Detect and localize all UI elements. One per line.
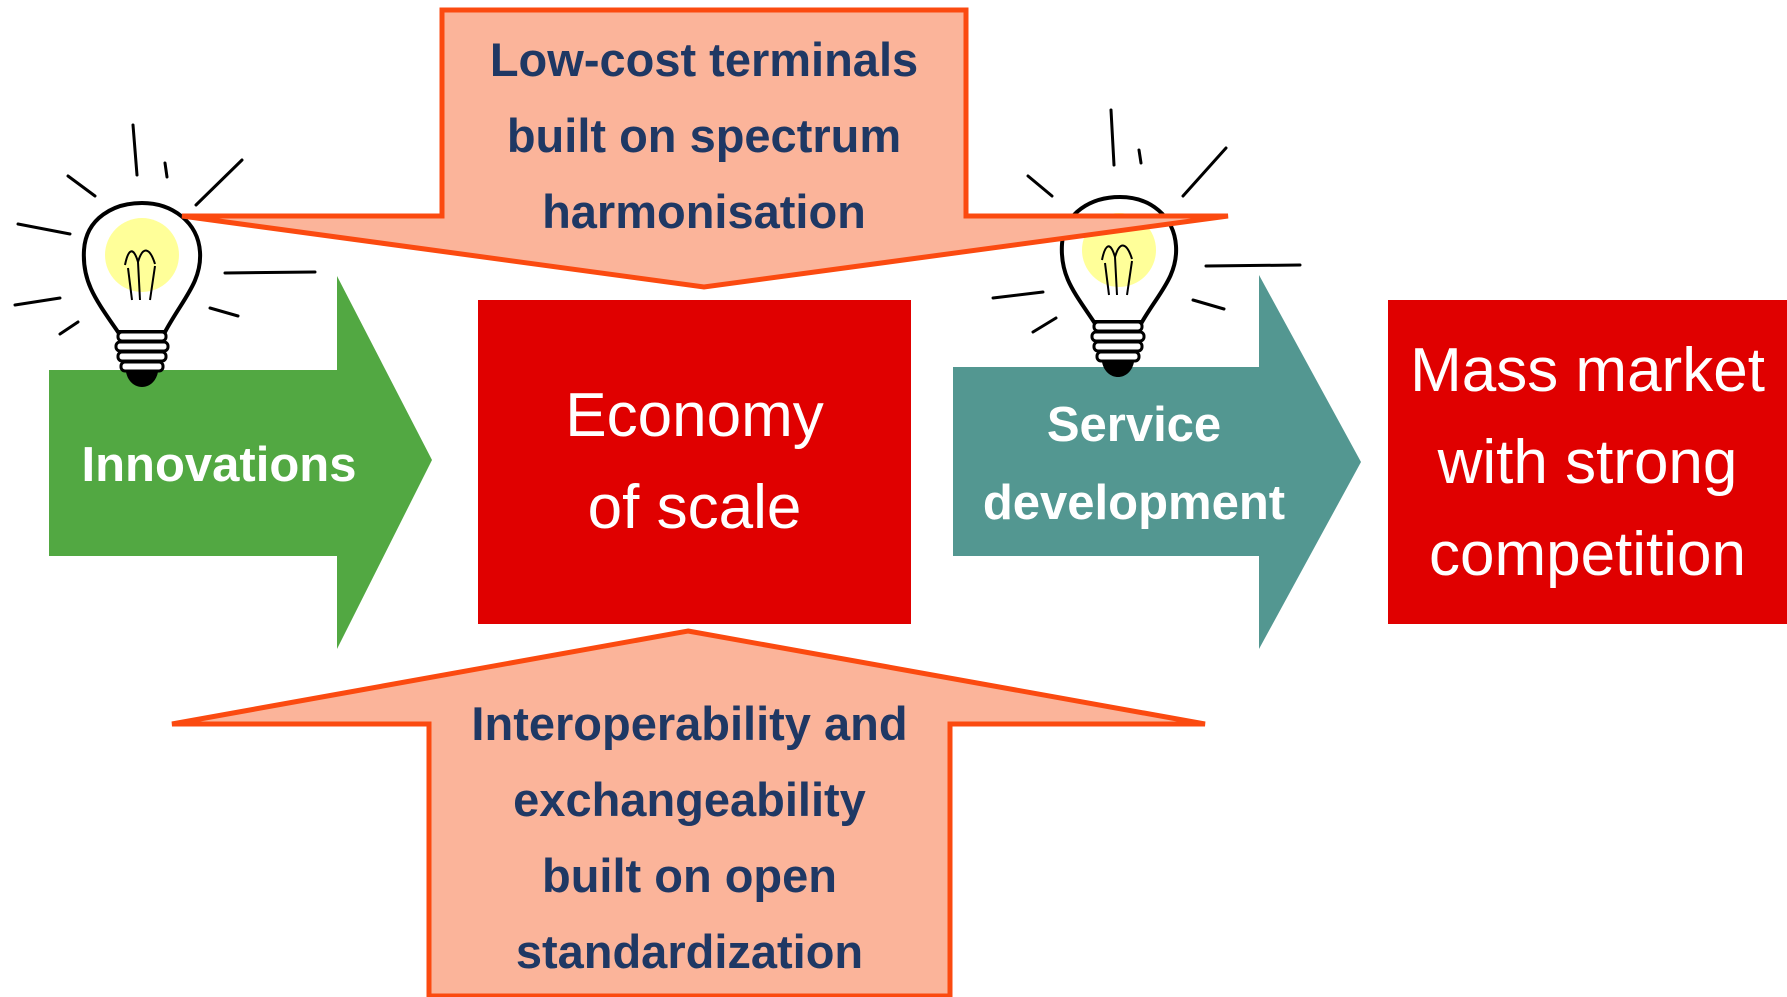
innovations-arrow [49, 276, 432, 649]
economy-box [478, 300, 911, 624]
lightbulb-icon [13, 123, 317, 387]
top-input-arrow [181, 7, 1229, 290]
mass-market-box [1388, 300, 1787, 624]
service-arrow [953, 275, 1361, 649]
bottom-input-arrow [171, 628, 1206, 997]
